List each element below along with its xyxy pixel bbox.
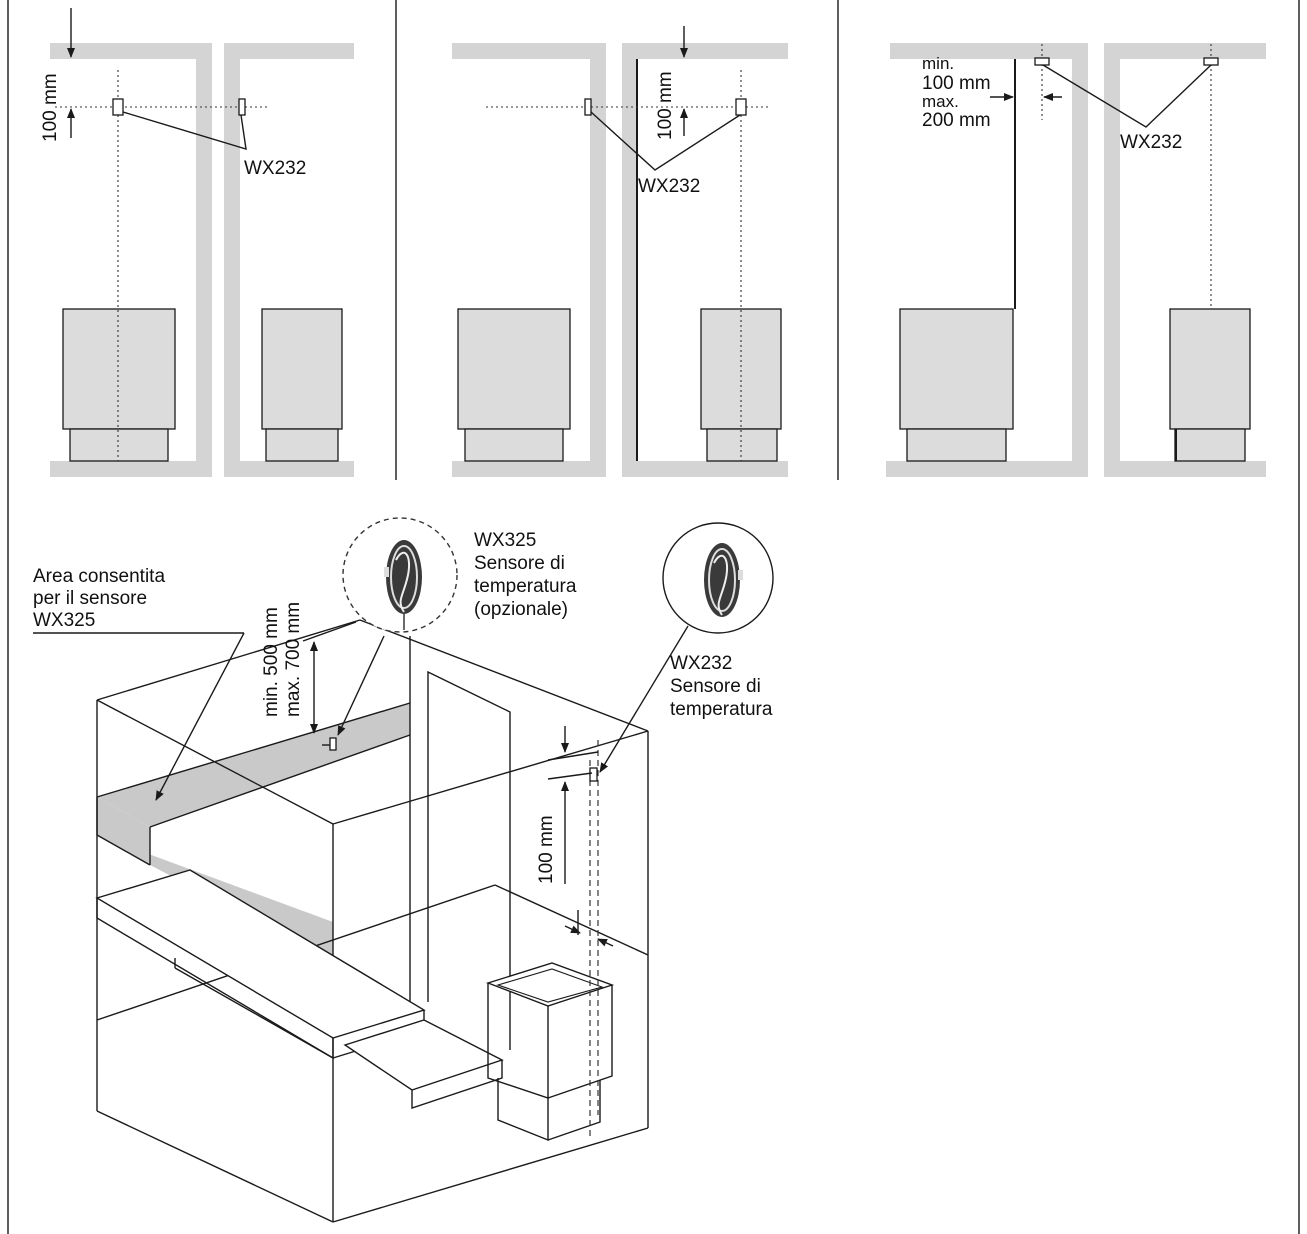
area-label-line3: WX325: [33, 610, 95, 631]
wx232-100mm-label: 100 mm: [536, 815, 557, 884]
door: [409, 636, 511, 1050]
page-frame: [7, 0, 1300, 1234]
lower-bench: [343, 1019, 504, 1109]
panel-1-sensor-left: [112, 98, 124, 116]
panel-3-sensor-left: [1034, 57, 1050, 66]
wx325-min-height: min. 500 mm: [261, 607, 282, 717]
wx325-desc-line1: Sensore di: [474, 553, 565, 574]
wx325-desc-line2: temperatura: [474, 576, 577, 597]
wx325-sensor-mark: [322, 737, 337, 751]
wx325-max-height: max. 700 mm: [283, 602, 304, 717]
panel-2-sensor-right: [735, 98, 747, 116]
wx325-desc-line3: (opzionale): [474, 599, 568, 620]
wx232-sensor-icon: [704, 543, 743, 617]
panel-2-dimension: 100 mm: [655, 26, 688, 140]
panel-2-heaters: [457, 308, 782, 462]
panel-3-dimension: min. 100 mm max. 200 mm: [922, 54, 1062, 131]
isometric-sauna-view: min. 500 mm max. 700 mm 100 mm Area cons…: [33, 517, 774, 1223]
area-label-line1: Area consentita: [33, 566, 165, 587]
panel-3-sensor-right: [1203, 57, 1219, 66]
panel-1-walls: [50, 43, 354, 477]
wx232-desc-line1: Sensore di: [670, 676, 761, 697]
wx232-magnifier: WX232 Sensore di temperatura: [599, 522, 774, 773]
panel-3-max-label: max.: [922, 92, 959, 111]
panel-3-walls: [886, 43, 1266, 477]
panel-1-sensor-label: WX232: [244, 158, 306, 179]
panel-3-min-value: 100 mm: [922, 73, 991, 94]
panel-1-sensor-right: [238, 98, 246, 116]
wx232-sensor-mark: [547, 767, 598, 782]
panel-1-heaters: [62, 308, 343, 462]
panel-1: 100 mm WX232: [40, 8, 354, 477]
wx325-sensor-icon: [384, 540, 422, 630]
panel-3-min-label: min.: [922, 54, 954, 73]
panel-3-max-value: 200 mm: [922, 110, 991, 131]
panel-2-sensor-left: [584, 98, 592, 116]
panel-3-leader: [1042, 64, 1212, 128]
clearance-arrows: [564, 910, 614, 947]
panel-2-walls: [452, 43, 788, 477]
wx232-code: WX232: [670, 653, 732, 674]
area-label-line2: per il sensore: [33, 588, 147, 609]
wx325-code: WX325: [474, 530, 536, 551]
wx325-height-dimension: min. 500 mm max. 700 mm: [261, 602, 357, 734]
panel-3-sensor-label: WX232: [1120, 132, 1182, 153]
wx232-desc-line2: temperatura: [670, 699, 773, 720]
panel-1-dimension: 100 mm: [40, 8, 75, 142]
iso-heater: [485, 962, 615, 1142]
wx232-100mm-dimension: 100 mm: [536, 726, 599, 884]
panel-2-dim-label: 100 mm: [655, 71, 676, 140]
panel-3: min. 100 mm max. 200 mm WX232: [886, 43, 1266, 477]
panel-3-heaters: [899, 308, 1251, 462]
panel-2-sensor-label: WX232: [638, 176, 700, 197]
panel-2-leader: [590, 111, 741, 171]
panel-1-leader: [122, 111, 247, 150]
panel-1-dim-label: 100 mm: [40, 73, 61, 142]
allowed-area-callout: Area consentita per il sensore WX325: [33, 566, 245, 801]
panel-2: 100 mm WX232: [452, 26, 788, 477]
wx325-magnifier: WX325 Sensore di temperatura (opzionale): [337, 517, 577, 736]
